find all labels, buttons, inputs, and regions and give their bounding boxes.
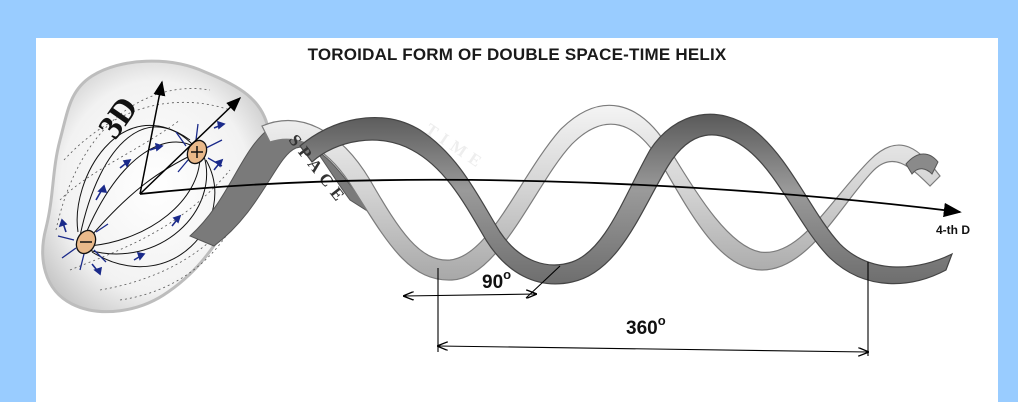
dimension-360 <box>438 262 868 356</box>
fourth-dimension-axis <box>139 178 962 218</box>
diagram-title: TOROIDAL FORM OF DOUBLE SPACE-TIME HELIX <box>307 45 727 64</box>
charge-positive <box>186 139 208 165</box>
label-90: 90o <box>482 267 511 293</box>
space-ribbon <box>261 104 941 281</box>
helix-ribbons <box>189 104 954 285</box>
time-ribbon-back <box>189 124 373 247</box>
charge-negative <box>75 229 97 255</box>
time-ribbon <box>299 113 954 285</box>
dimension-90 <box>404 265 561 298</box>
spatial-axes <box>139 80 242 195</box>
label-360: 360o <box>626 313 666 339</box>
label-fourth-d: 4-th D <box>936 223 970 237</box>
